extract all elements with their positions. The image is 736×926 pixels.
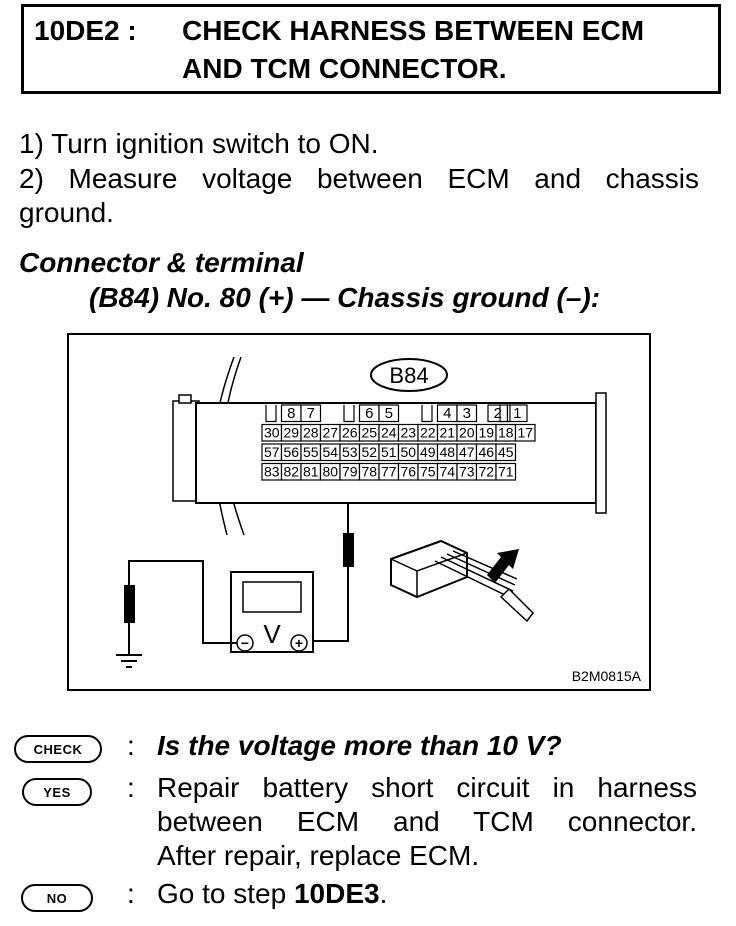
no-answer: Go to step 10DE3. bbox=[157, 878, 387, 910]
pin-27: 27 bbox=[322, 425, 338, 441]
pin-52: 52 bbox=[361, 444, 377, 460]
connector-label: B84 bbox=[389, 363, 428, 388]
pin-26: 26 bbox=[342, 425, 358, 441]
minus-sign: − bbox=[241, 635, 249, 651]
connector-lock bbox=[595, 392, 607, 514]
pin-45-cell bbox=[495, 443, 517, 462]
connector-spec: (B84) No. 80 (+) — Chassis ground (–): bbox=[89, 282, 601, 313]
pin-19: 19 bbox=[478, 425, 494, 441]
pin-72: 72 bbox=[478, 464, 494, 480]
check-badge: CHECK bbox=[14, 735, 102, 763]
pin-79: 79 bbox=[342, 464, 358, 480]
pin-76: 76 bbox=[400, 464, 416, 480]
instruction-1: 1) Turn ignition switch to ON. bbox=[19, 128, 379, 159]
probe-positive bbox=[343, 533, 354, 567]
pin-7: 7 bbox=[307, 405, 315, 422]
pin-47: 47 bbox=[459, 444, 475, 460]
pin-3-cell bbox=[456, 404, 478, 423]
connector-notch bbox=[421, 405, 433, 423]
pin-8: 8 bbox=[287, 405, 295, 422]
plus-terminal bbox=[290, 634, 308, 652]
yes-line-2: between ECM and TCM connector. bbox=[157, 806, 697, 837]
pin-7-cell bbox=[300, 404, 322, 423]
pin-1: 1 bbox=[513, 405, 521, 422]
instruction-2: 2) Measure voltage between ECM and chass… bbox=[19, 163, 699, 194]
pin-56: 56 bbox=[283, 444, 299, 460]
pin-23: 23 bbox=[400, 425, 416, 441]
pin-80: 80 bbox=[322, 464, 338, 480]
pin-55: 55 bbox=[303, 444, 319, 460]
pin-17: 17 bbox=[517, 425, 533, 441]
direction-arrow bbox=[487, 549, 519, 583]
check-question: Is the voltage more than 10 V? bbox=[157, 730, 562, 761]
pin-73: 73 bbox=[459, 464, 475, 480]
yes-badge: YES bbox=[22, 778, 92, 806]
check-colon: : bbox=[127, 730, 135, 761]
pin-71: 71 bbox=[498, 464, 514, 480]
pin-5-cell bbox=[378, 404, 400, 423]
no-prefix: Go to step bbox=[157, 878, 294, 909]
no-colon: : bbox=[127, 878, 135, 909]
pin-78: 78 bbox=[361, 464, 377, 480]
pin-17-cell bbox=[514, 423, 536, 442]
instruction-2-cont: ground. bbox=[19, 197, 114, 228]
no-step-link: 10DE3 bbox=[293, 878, 380, 909]
probe-wire-positive bbox=[299, 567, 349, 642]
probe-wire-negative bbox=[128, 560, 237, 644]
pin-54: 54 bbox=[322, 444, 338, 460]
pin-77: 77 bbox=[381, 464, 397, 480]
pin-74: 74 bbox=[439, 464, 455, 480]
harness-connector-sketch bbox=[390, 539, 534, 623]
no-suffix: . bbox=[379, 878, 388, 909]
pin-81: 81 bbox=[303, 464, 319, 480]
connector-label-oval bbox=[370, 358, 448, 392]
pin-83: 83 bbox=[264, 464, 280, 480]
pin-57: 57 bbox=[264, 444, 280, 460]
step-header: 10DE2 : CHECK HARNESS BETWEEN ECM AND TC… bbox=[21, 4, 721, 94]
connector-notch bbox=[343, 405, 355, 423]
pin-53: 53 bbox=[342, 444, 358, 460]
pin-21: 21 bbox=[439, 425, 455, 441]
pin-49: 49 bbox=[420, 444, 436, 460]
pin-28: 28 bbox=[303, 425, 319, 441]
pin-5: 5 bbox=[385, 405, 393, 422]
pin-48: 48 bbox=[439, 444, 455, 460]
no-badge: NO bbox=[21, 884, 93, 912]
pin-50: 50 bbox=[400, 444, 416, 460]
voltmeter-display bbox=[242, 581, 302, 613]
step-title-line2: AND TCM CONNECTOR. bbox=[182, 53, 507, 84]
plus-sign: + bbox=[295, 635, 303, 651]
pin-24: 24 bbox=[381, 425, 397, 441]
connector-notch bbox=[499, 405, 511, 423]
pin-18: 18 bbox=[498, 425, 514, 441]
step-title-line1: CHECK HARNESS BETWEEN ECM bbox=[182, 15, 645, 46]
pin-20: 20 bbox=[459, 425, 475, 441]
pin-75: 75 bbox=[420, 464, 436, 480]
pin-1-cell bbox=[506, 404, 528, 423]
pin-25: 25 bbox=[361, 425, 377, 441]
pin-22: 22 bbox=[420, 425, 436, 441]
step-number: 10DE2 : bbox=[34, 15, 137, 46]
pin-30: 30 bbox=[264, 425, 280, 441]
pin-45: 45 bbox=[498, 444, 514, 460]
yes-line-1: Repair battery short circuit in harness bbox=[157, 772, 697, 803]
pin-4: 4 bbox=[443, 405, 451, 422]
pin-51: 51 bbox=[381, 444, 397, 460]
voltmeter-symbol: V bbox=[263, 619, 281, 649]
pin-71-cell bbox=[495, 462, 517, 481]
pin-6: 6 bbox=[365, 405, 373, 422]
pin-2: 2 bbox=[494, 405, 502, 422]
connector-heading: Connector & terminal bbox=[19, 247, 304, 278]
pin-29: 29 bbox=[283, 425, 299, 441]
pin-82: 82 bbox=[283, 464, 299, 480]
pin-46: 46 bbox=[478, 444, 494, 460]
yes-colon: : bbox=[127, 772, 135, 803]
figure-code: B2M0815A bbox=[572, 668, 642, 684]
yes-line-3: After repair, replace ECM. bbox=[157, 840, 480, 871]
probe-negative bbox=[124, 585, 135, 623]
pin-3: 3 bbox=[463, 405, 471, 422]
connector-notch bbox=[265, 405, 277, 423]
